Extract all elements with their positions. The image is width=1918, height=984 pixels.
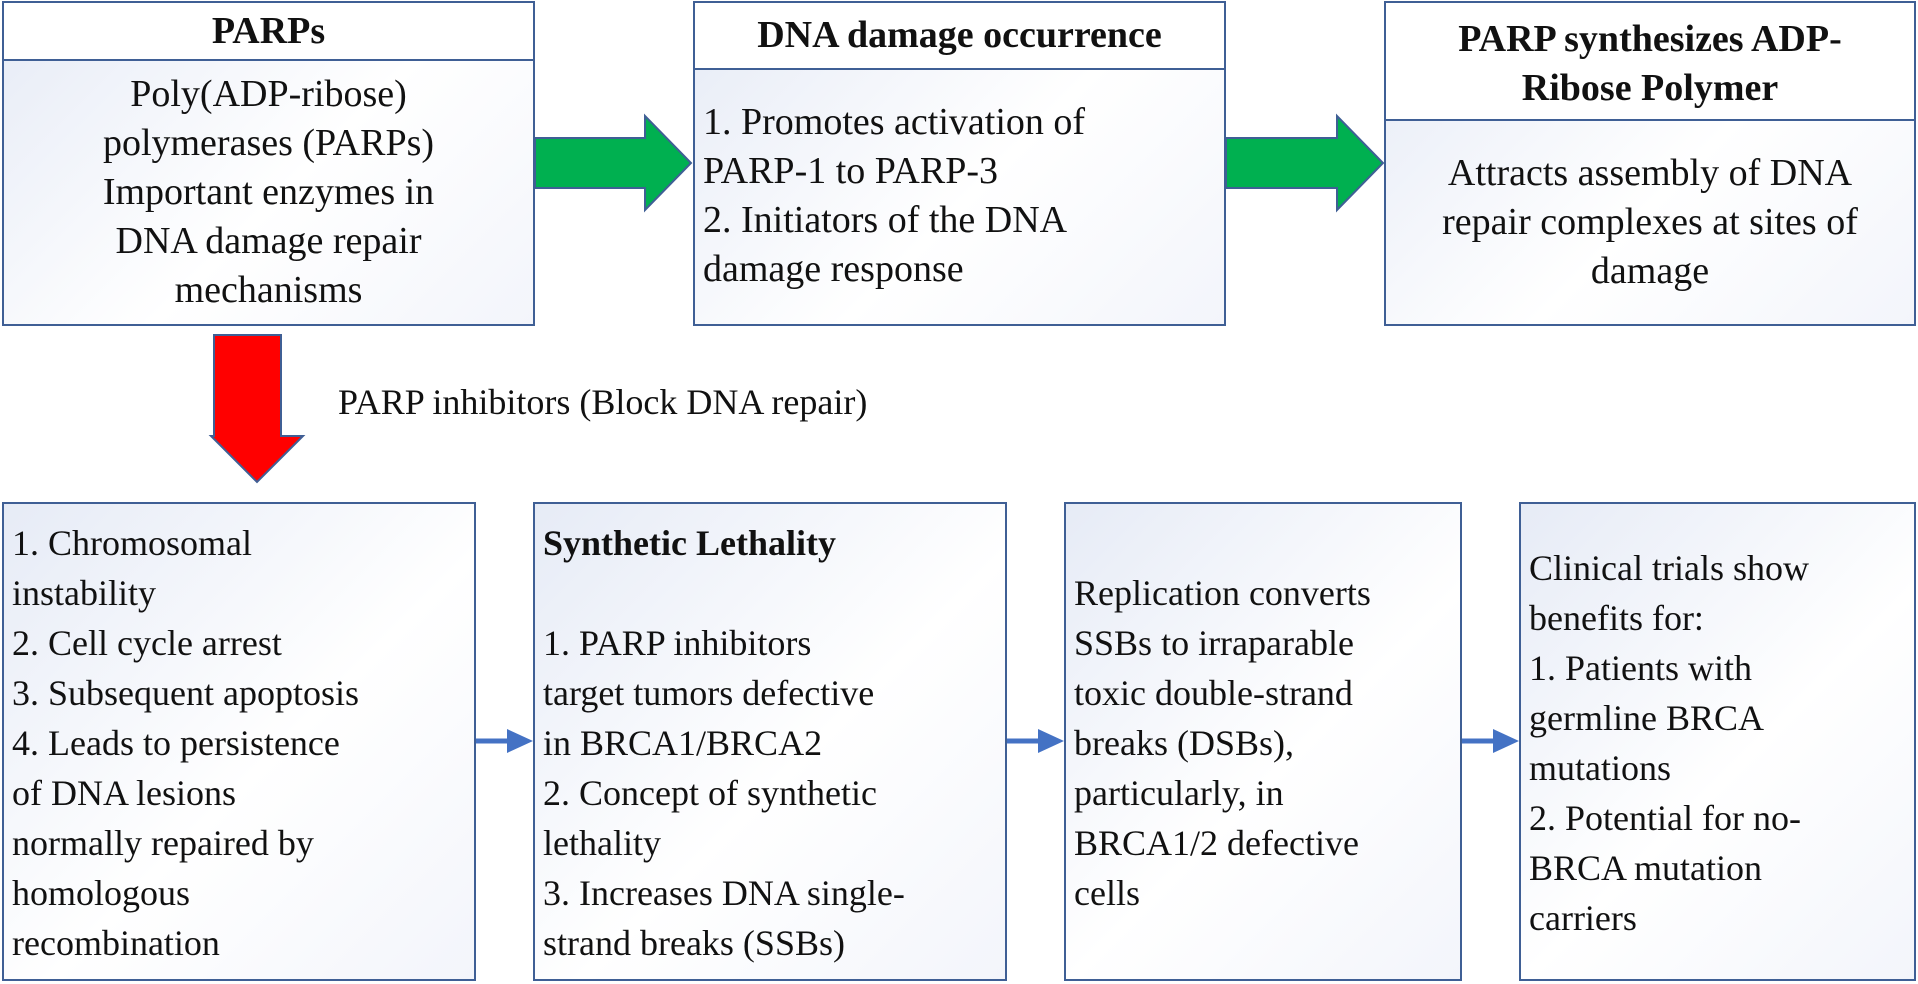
synthetic-lethality-line: strand breaks (SSBs)	[543, 923, 845, 963]
synthetic-lethality-line: 2. Concept of synthetic	[543, 773, 877, 813]
replication-line: breaks (DSBs),	[1074, 723, 1294, 763]
red-down-arrow-icon	[208, 334, 306, 484]
parps-line: Important enzymes in	[102, 171, 435, 213]
dna-damage-line: damage response	[703, 248, 964, 290]
effects-box: 1. Chromosomal instability 2. Cell cycle…	[2, 502, 476, 981]
synthetic-lethality-line: 3. Increases DNA single-	[543, 873, 905, 913]
replication-line: Replication converts	[1074, 573, 1371, 613]
clinical-trials-line: carriers	[1529, 898, 1637, 938]
synthetic-lethality-box: Synthetic Lethality 1. PARP inhibitors t…	[533, 502, 1007, 981]
clinical-trials-line: benefits for:	[1529, 598, 1704, 638]
parps-line: Poly(ADP-ribose)	[130, 73, 407, 115]
green-arrow-icon	[534, 113, 693, 213]
clinical-trials-box: Clinical trials show benefits for: 1. Pa…	[1519, 502, 1916, 981]
effects-line: recombination	[12, 923, 220, 963]
dna-damage-description: 1. Promotes activation of PARP-1 to PARP…	[703, 98, 1220, 294]
synthetic-lethality-line: target tumors defective	[543, 673, 875, 713]
parp-synthesizes-box: PARP synthesizes ADP- Ribose Polymer Att…	[1384, 1, 1916, 326]
parp-synthesizes-title: PARP synthesizes ADP- Ribose Polymer	[1386, 3, 1914, 121]
replication-line: toxic double-strand	[1074, 673, 1353, 713]
effects-list: 1. Chromosomal instability 2. Cell cycle…	[12, 518, 470, 968]
parp-synthesizes-line: damage	[1590, 250, 1710, 292]
dna-damage-line: 1. Promotes activation of	[703, 101, 1086, 143]
parps-line: polymerases (PARPs)	[102, 122, 435, 164]
effects-line: of DNA lesions	[12, 773, 236, 813]
parps-box: PARPs Poly(ADP-ribose) polymerases (PARP…	[2, 1, 535, 326]
parp-synthesizes-title-line: Ribose Polymer	[1521, 67, 1779, 109]
clinical-trials-line: mutations	[1529, 748, 1671, 788]
dna-damage-title: DNA damage occurrence	[695, 3, 1224, 70]
parp-synthesizes-title-line: PARP synthesizes ADP-	[1458, 18, 1842, 60]
blue-arrow-icon	[1007, 729, 1064, 753]
replication-line: cells	[1074, 873, 1140, 913]
replication-box: Replication converts SSBs to irraparable…	[1064, 502, 1462, 981]
blue-arrow-icon	[1462, 729, 1519, 753]
synthetic-lethality-line: in BRCA1/BRCA2	[543, 723, 823, 763]
spacer	[543, 568, 1001, 618]
parp-synthesizes-description: Attracts assembly of DNA repair complexe…	[1386, 149, 1914, 296]
parps-line: mechanisms	[174, 269, 363, 311]
parp-inhibitors-label: PARP inhibitors (Block DNA repair)	[338, 382, 868, 422]
effects-line: homologous	[12, 873, 191, 913]
parps-title: PARPs	[4, 3, 533, 61]
effects-line: normally repaired by	[12, 823, 314, 863]
clinical-trials-content: Clinical trials show benefits for: 1. Pa…	[1529, 543, 1910, 943]
parps-description: Poly(ADP-ribose) polymerases (PARPs) Imp…	[4, 70, 533, 315]
dna-damage-line: PARP-1 to PARP-3	[703, 150, 999, 192]
synthetic-lethality-content: Synthetic Lethality 1. PARP inhibitors t…	[543, 518, 1001, 968]
parps-line: DNA damage repair	[115, 220, 422, 262]
clinical-trials-line: 1. Patients with	[1529, 648, 1752, 688]
replication-content: Replication converts SSBs to irraparable…	[1074, 568, 1456, 918]
clinical-trials-line: germline BRCA	[1529, 698, 1764, 738]
parp-synthesizes-line: Attracts assembly of DNA	[1447, 152, 1853, 194]
clinical-trials-line: BRCA mutation	[1529, 848, 1763, 888]
effects-line: 1. Chromosomal	[12, 523, 252, 563]
effects-line: instability	[12, 573, 156, 613]
clinical-trials-line: 2. Potential for no-	[1529, 798, 1801, 838]
synthetic-lethality-line: 1. PARP inhibitors	[543, 623, 812, 663]
effects-line: 4. Leads to persistence	[12, 723, 340, 763]
green-arrow-icon	[1225, 113, 1385, 213]
blue-arrow-icon	[476, 729, 533, 753]
replication-line: SSBs to irraparable	[1074, 623, 1354, 663]
replication-line: particularly, in	[1074, 773, 1284, 813]
dna-damage-line: 2. Initiators of the DNA	[703, 199, 1068, 241]
synthetic-lethality-line: lethality	[543, 823, 661, 863]
dna-damage-box: DNA damage occurrence 1. Promotes activa…	[693, 1, 1226, 326]
effects-line: 2. Cell cycle arrest	[12, 623, 282, 663]
parp-synthesizes-line: repair complexes at sites of	[1442, 201, 1858, 243]
replication-line: BRCA1/2 defective	[1074, 823, 1359, 863]
clinical-trials-line: Clinical trials show	[1529, 548, 1809, 588]
effects-line: 3. Subsequent apoptosis	[12, 673, 359, 713]
synthetic-lethality-title: Synthetic Lethality	[543, 523, 836, 563]
